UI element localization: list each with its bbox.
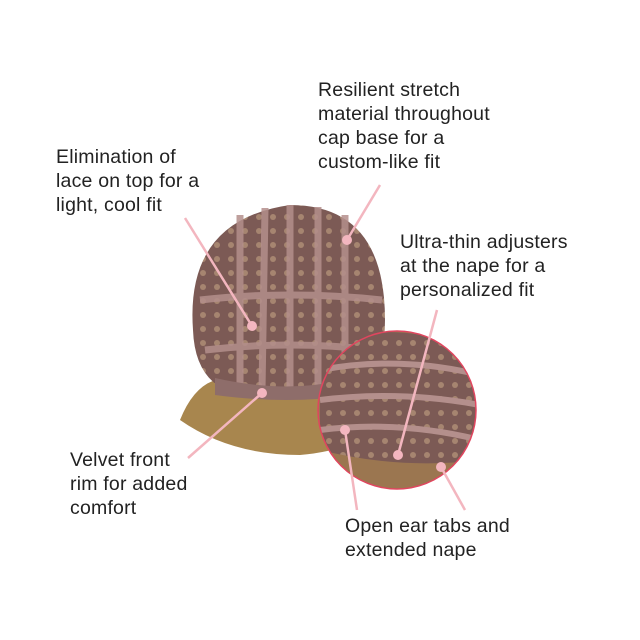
annotation-lace-elimination: Elimination of lace on top for a light, … <box>56 146 200 216</box>
nape-inset-image <box>318 331 476 489</box>
annotation-stretch-material: Resilient stretch material throughout ca… <box>318 79 490 173</box>
annotation-ear-tabs: Open ear tabs and extended nape <box>345 515 510 561</box>
inset-ring <box>317 330 477 490</box>
velvet-front-rim <box>215 378 350 400</box>
annotation-velvet-rim: Velvet front rim for added comfort <box>70 449 188 519</box>
annotation-adjusters: Ultra-thin adjusters at the nape for a p… <box>400 231 568 301</box>
